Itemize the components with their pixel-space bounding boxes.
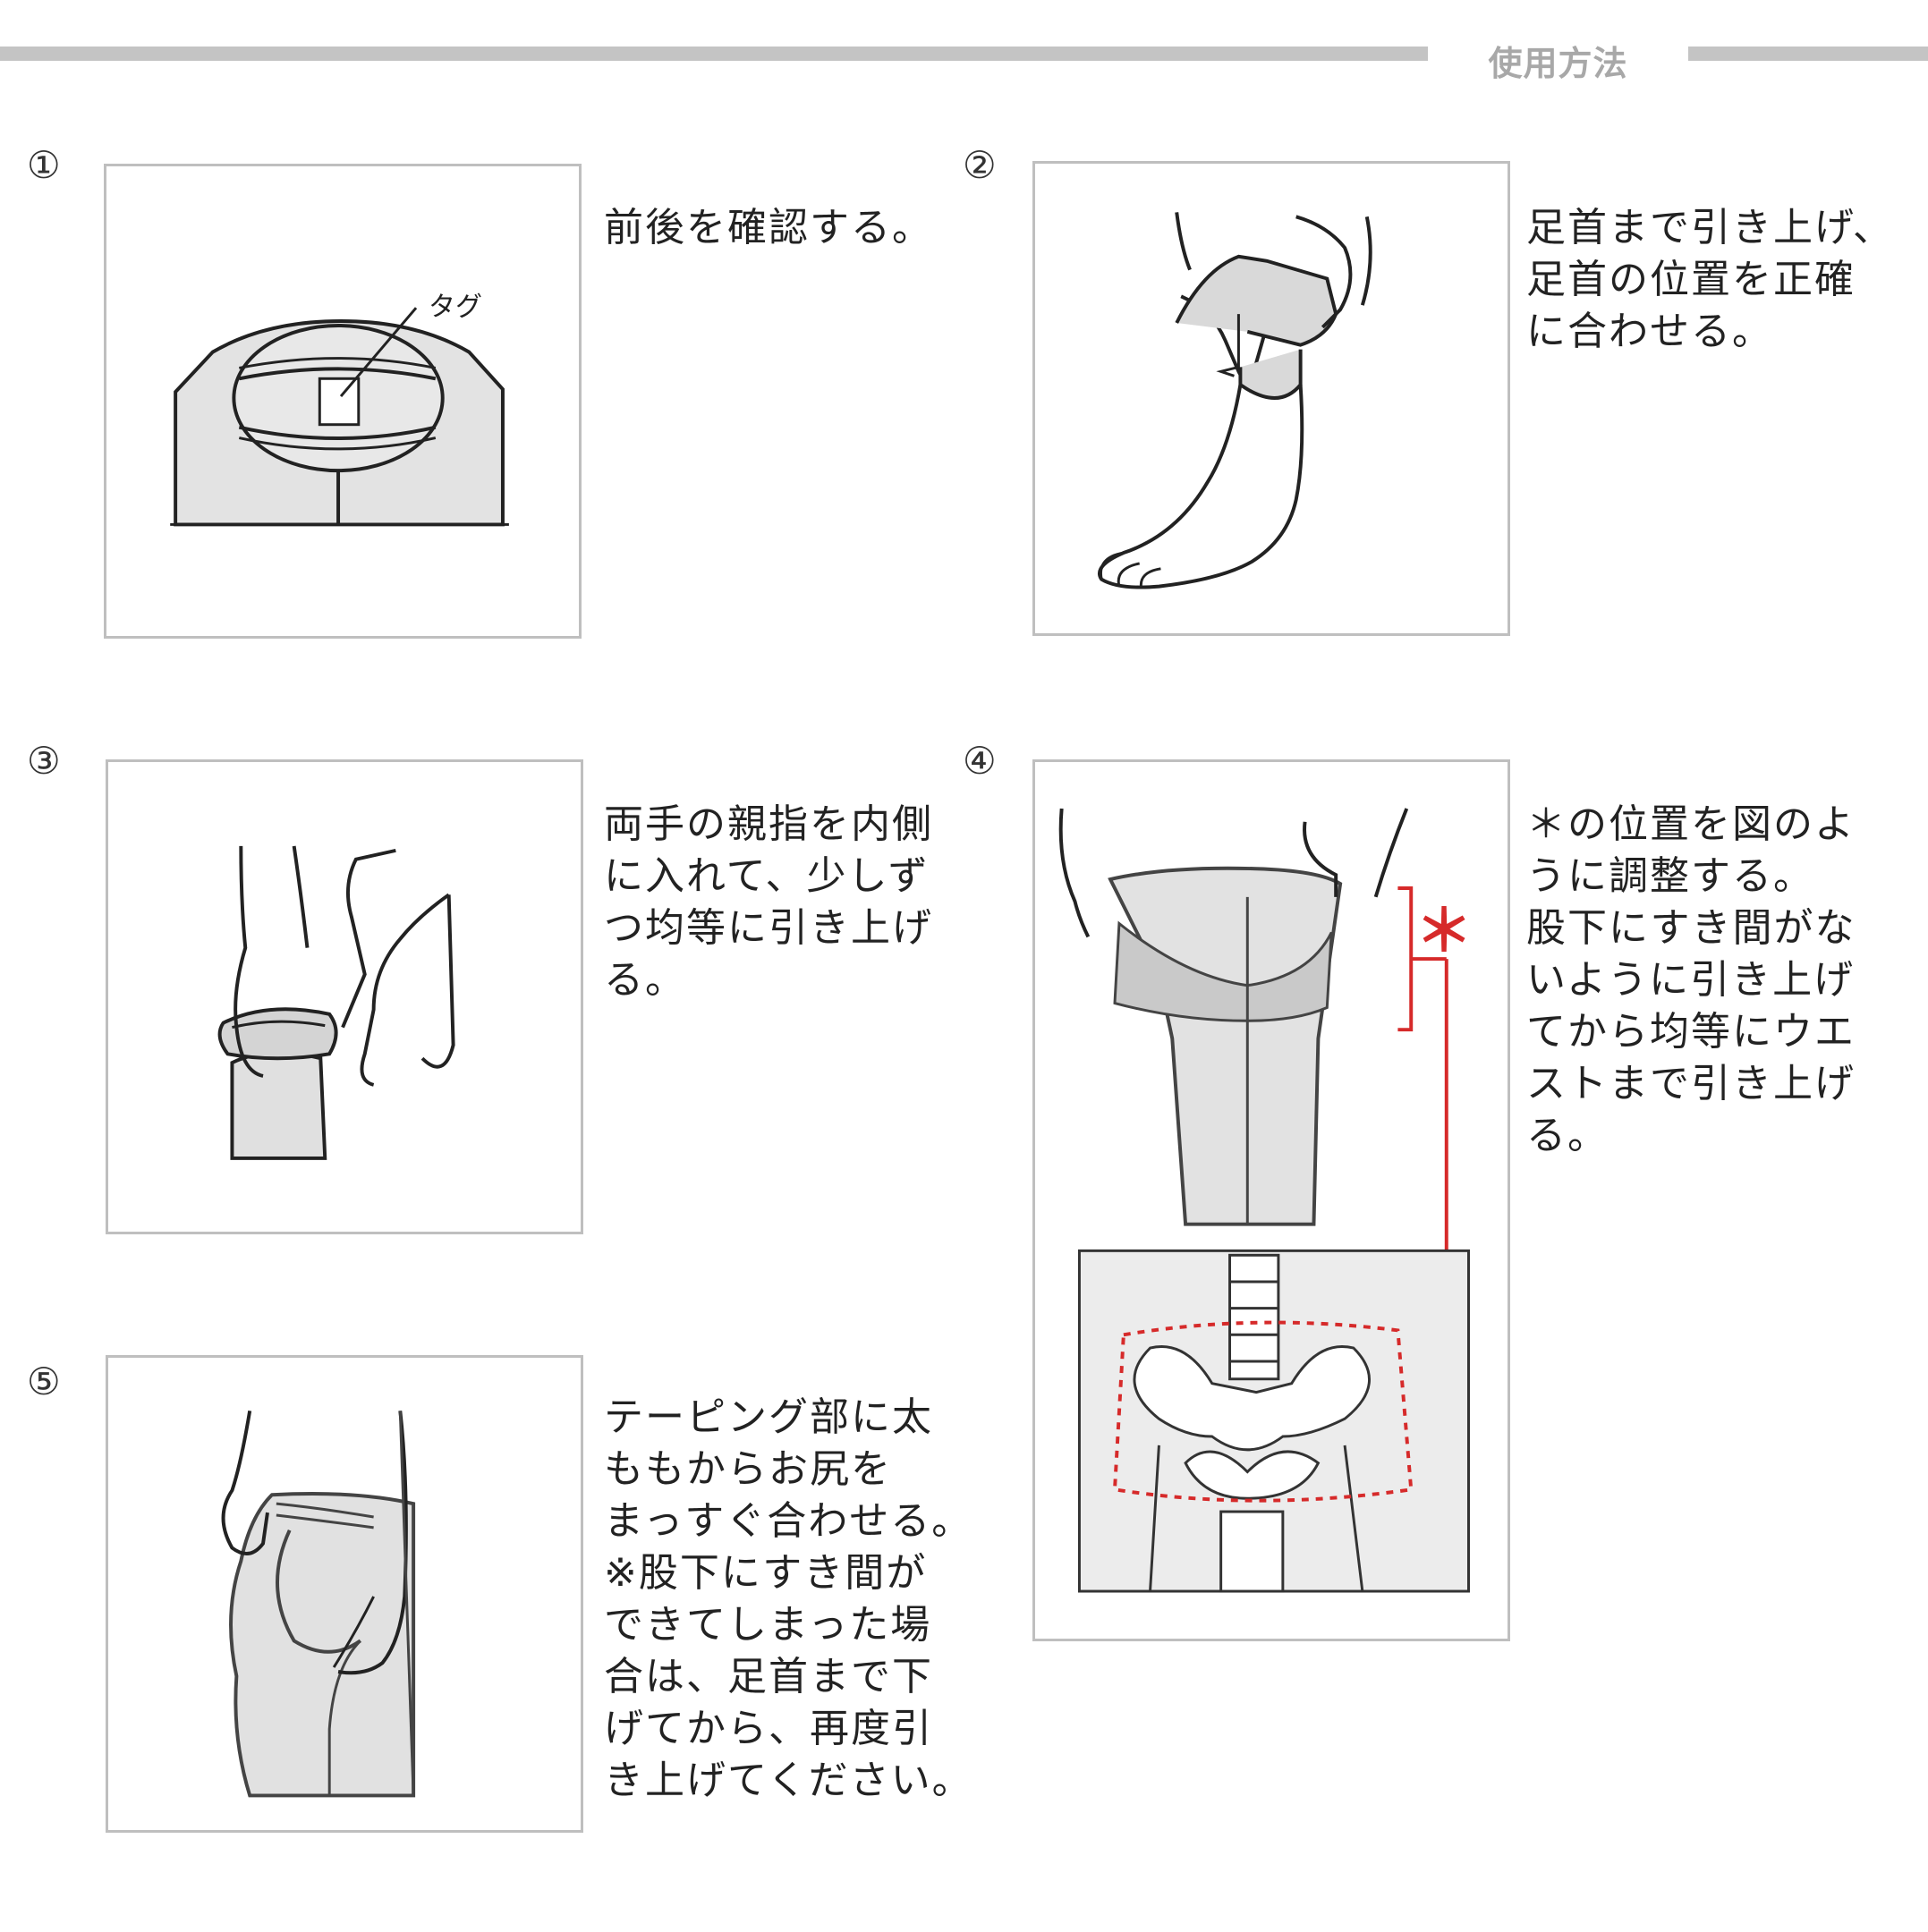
header-rule-left [0,47,1428,61]
buttocks-taping-icon [221,1411,416,1798]
step-4-text: ＊の位置を図のよ うに調整する。 股下にすき間がな いように引き上げ てから均等… [1526,801,1856,1158]
page-title: 使用方法 [1488,44,1628,83]
step-1-number: ① [27,143,61,187]
step-3-text: 両手の親指を内側 に入れて、少しず つ均等に引き上げ る。 [604,801,933,1003]
waistband-tag-icon [170,307,509,527]
tag-label: タグ [429,292,482,323]
step-1-text: 前後を確認する。 [604,205,933,250]
step-5-illustration [106,1355,583,1833]
step-5-number: ⑤ [27,1360,61,1403]
step-5-text: テーピング部に太 ももからお尻を まっすぐ合わせる。 ※股下にすき間が できてし… [604,1394,973,1803]
step-2-text: 足首まで引き上げ、 足首の位置を正確 に合わせる。 [1526,205,1894,354]
hands-pulling-icon [217,845,455,1160]
step-2-number: ② [963,143,997,187]
step-3-illustration [106,759,583,1234]
ankle-foot-icon [1098,212,1372,589]
header-rule-right [1688,47,1928,61]
step-3-number: ③ [27,739,61,783]
asterisk-marker: ＊ [1415,899,1473,965]
step-4-illustration: ＊ [1032,759,1510,1641]
step-2-illustration [1032,161,1510,636]
step-1-illustration: タグ [104,164,582,639]
step-4-number: ④ [963,739,997,783]
hip-pelvis-diagram [1058,808,1470,1593]
